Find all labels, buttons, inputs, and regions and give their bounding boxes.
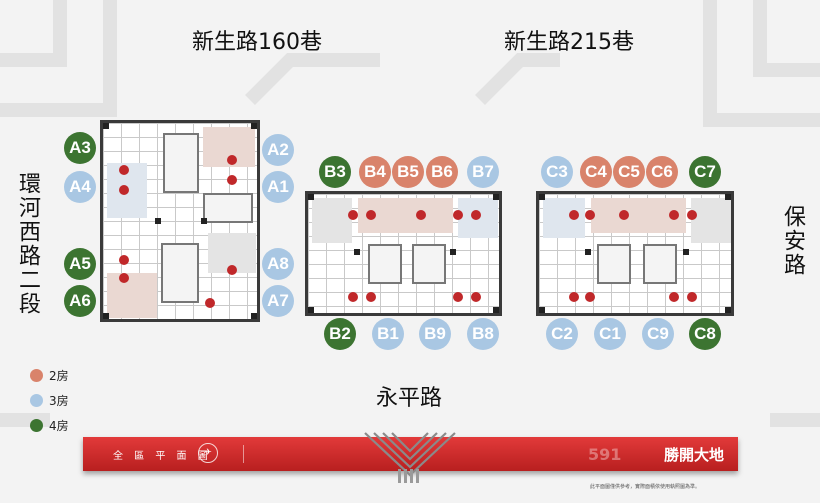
unit-badge-b9: B9 bbox=[419, 318, 451, 350]
street-right: 保安路 bbox=[780, 205, 805, 277]
unit-badge-a1: A1 bbox=[262, 171, 294, 203]
unit-badge-b5: B5 bbox=[392, 156, 424, 188]
unit-badge-c1: C1 bbox=[594, 318, 626, 350]
unit-badge-c6: C6 bbox=[646, 156, 678, 188]
unit-badge-a6: A6 bbox=[64, 285, 96, 317]
street-top-right: 新生路215巷 bbox=[504, 30, 634, 55]
legend-dot-2-rooms bbox=[30, 369, 43, 382]
unit-badge-b2: B2 bbox=[324, 318, 356, 350]
building-c-floorplan bbox=[536, 191, 734, 316]
unit-badge-c9: C9 bbox=[642, 318, 674, 350]
unit-badge-a4: A4 bbox=[64, 171, 96, 203]
unit-badge-b4: B4 bbox=[359, 156, 391, 188]
building-b-floorplan bbox=[305, 191, 502, 316]
unit-badge-c5: C5 bbox=[613, 156, 645, 188]
unit-badge-a2: A2 bbox=[262, 134, 294, 166]
street-top-left: 新生路160巷 bbox=[192, 30, 322, 55]
unit-badge-b8: B8 bbox=[467, 318, 499, 350]
disclaimer-note: 此平面圖僅供參考，實際面積依使用執照圖為準。 bbox=[590, 484, 701, 490]
compass-icon: ✈ bbox=[198, 443, 218, 463]
unit-badge-c4: C4 bbox=[580, 156, 612, 188]
unit-badge-a8: A8 bbox=[262, 248, 294, 280]
brand-name: 勝開大地 bbox=[663, 446, 724, 464]
unit-badge-c8: C8 bbox=[689, 318, 721, 350]
legend-dot-4-rooms bbox=[30, 419, 43, 432]
brand-logo-icon bbox=[364, 432, 456, 483]
unit-badge-a7: A7 bbox=[262, 285, 294, 317]
legend-label-3-rooms: 3房 bbox=[49, 394, 69, 408]
unit-badge-a3: A3 bbox=[64, 132, 96, 164]
unit-badge-b6: B6 bbox=[426, 156, 458, 188]
unit-badge-c7: C7 bbox=[689, 156, 721, 188]
footer-divider bbox=[243, 445, 244, 463]
unit-badge-c3: C3 bbox=[541, 156, 573, 188]
street-left: 環河西路二段 bbox=[15, 172, 40, 316]
legend-2-rooms: 2房 bbox=[30, 367, 69, 384]
unit-badge-b1: B1 bbox=[372, 318, 404, 350]
building-a-floorplan bbox=[100, 120, 260, 322]
legend-label-2-rooms: 2房 bbox=[49, 369, 69, 383]
unit-badge-b3: B3 bbox=[319, 156, 351, 188]
legend-label-4-rooms: 4房 bbox=[49, 419, 69, 433]
legend-4-rooms: 4房 bbox=[30, 417, 69, 434]
footer-title: 全 區 平 面 圖 bbox=[113, 451, 212, 462]
unit-badge-b7: B7 bbox=[467, 156, 499, 188]
street-bottom: 永平路 bbox=[376, 386, 443, 411]
unit-badge-c2: C2 bbox=[546, 318, 578, 350]
unit-badge-a5: A5 bbox=[64, 248, 96, 280]
watermark-text: 591 bbox=[588, 445, 622, 464]
legend-3-rooms: 3房 bbox=[30, 392, 69, 409]
legend-dot-3-rooms bbox=[30, 394, 43, 407]
